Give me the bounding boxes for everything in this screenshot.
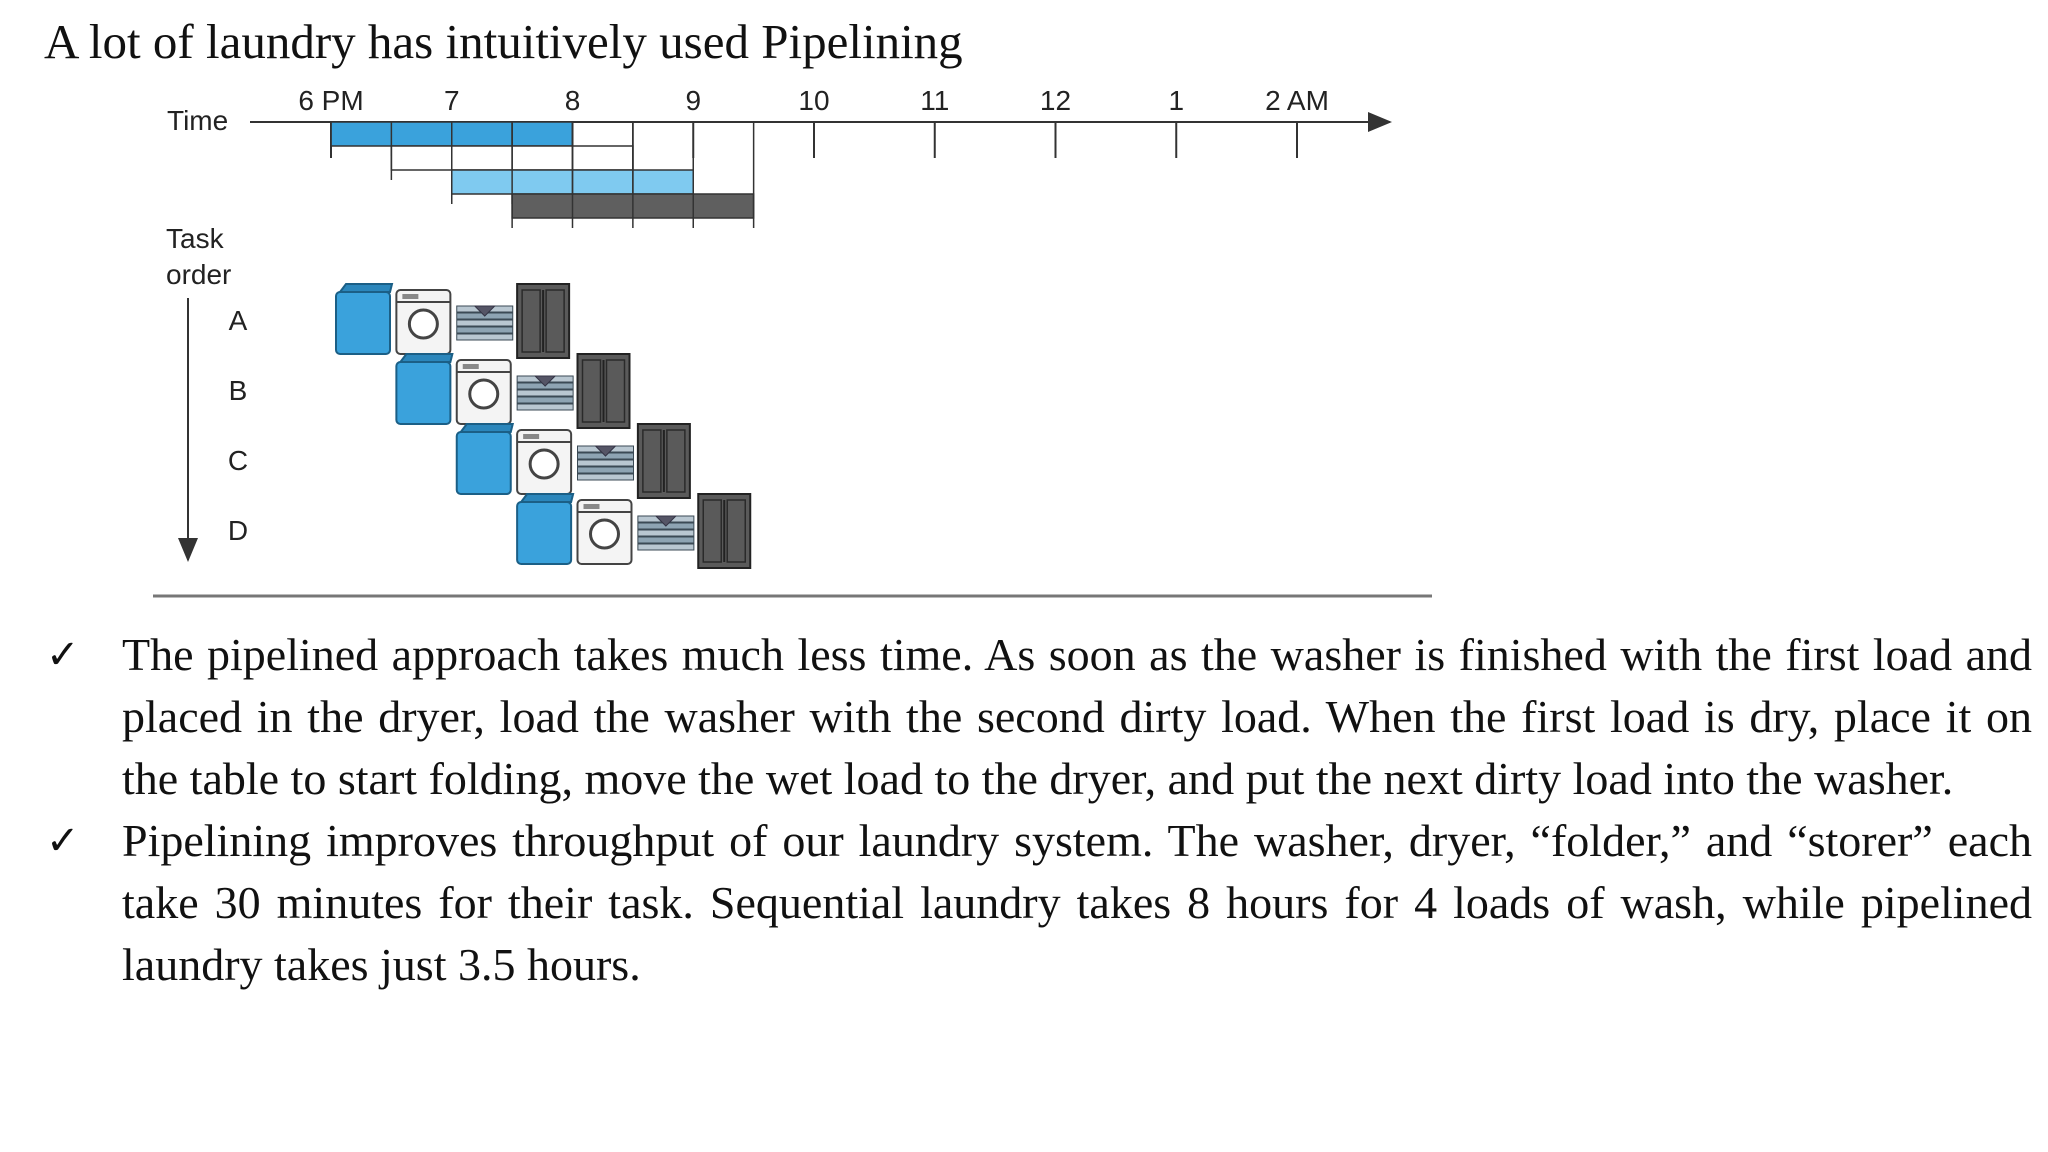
storer-icon [636,423,691,499]
time-tick-label: 6 PM [298,85,363,116]
bullet-item-throughput: ✓ Pipelining improves throughput of our … [0,810,2048,996]
task-rows: A B C D [228,283,752,569]
folder-icon [516,375,574,411]
folder-icon [637,515,695,551]
task-label-a: A [229,305,248,336]
checkmark-icon: ✓ [46,818,80,864]
timeline-bars [330,121,755,228]
storer-icon [576,353,631,429]
pipeline-laundry-diagram: Time Task order 6 PM 7 8 9 10 11 12 1 2 AM A B C D [153,85,1432,598]
dryer-icon [395,289,452,355]
time-tick-label: 10 [798,85,829,116]
time-tick-label: 7 [444,85,460,116]
bullet-text: Pipelining improves throughput of our la… [122,815,2032,990]
time-tick-label: 9 [685,85,701,116]
bullet-text: The pipelined approach takes much less t… [122,629,2032,804]
dryer-icon [576,499,633,565]
page-title: A lot of laundry has intuitively used Pi… [44,14,963,69]
time-axis-label: Time [167,105,228,136]
dryer-icon [516,429,573,495]
storer-icon [516,283,571,359]
time-tick-label: 1 [1168,85,1184,116]
task-order-label-line1: Task [166,223,225,254]
washer-icon [335,283,394,355]
checkmark-icon: ✓ [46,632,80,678]
washer-icon [516,493,575,565]
dryer-icon [455,359,512,425]
washer-icon [455,423,515,495]
task-label-c: C [228,445,248,476]
task-label-d: D [228,515,248,546]
time-tick-label: 8 [565,85,581,116]
time-tick-label: 2 AM [1265,85,1329,116]
bullet-item-pipelined-approach: ✓ The pipelined approach takes much less… [0,624,2048,810]
folder-icon [577,445,634,481]
time-tick-label: 11 [920,85,949,116]
task-label-b: B [229,375,248,406]
folder-icon [456,305,514,341]
storer-icon [697,493,752,569]
washer-icon [395,353,454,425]
time-tick-label: 12 [1040,85,1071,116]
task-order-label-line2: order [166,259,231,290]
bullet-list: ✓ The pipelined approach takes much less… [0,624,2048,996]
